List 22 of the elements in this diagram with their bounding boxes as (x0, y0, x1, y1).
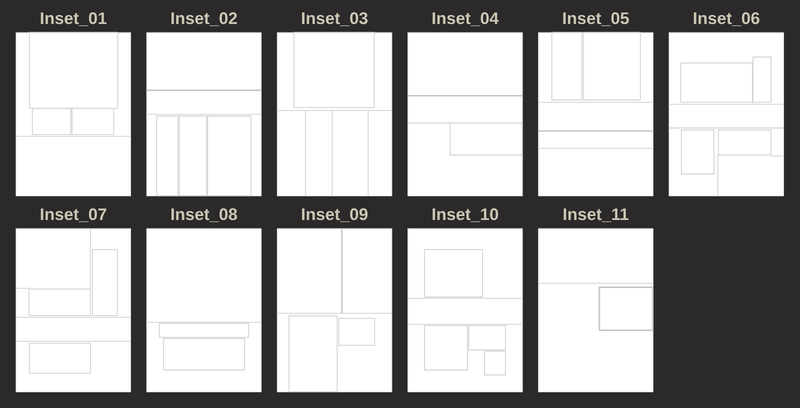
node-label: Inset_05 (563, 12, 629, 26)
node-label: Inset_01 (40, 12, 107, 26)
layout-panel: Inset_03 (276, 12, 392, 196)
layout-panel: Inset_09 (276, 208, 392, 392)
layout-panel: Inset_01 (16, 12, 131, 196)
layout-panel: Inset_04 (408, 12, 523, 196)
layout-panel: Inset_02 (146, 12, 262, 196)
node-label: Inset_10 (432, 208, 498, 222)
layout-panel: Inset_11 (538, 208, 654, 392)
node-label: Inset_02 (171, 12, 237, 26)
layout-panel: Inset_05 (538, 12, 654, 196)
node-label: Inset_11 (564, 208, 628, 222)
node-label: Inset_08 (171, 208, 238, 222)
node-label: Inset_07 (40, 208, 106, 222)
layout-panel: Inset_10 (408, 208, 523, 392)
node-label: Inset_09 (302, 208, 368, 222)
node-label: Inset_04 (432, 12, 499, 26)
layout-panel: Inset_08 (146, 208, 262, 392)
node-label: Inset_03 (302, 12, 368, 26)
layout-panel: Inset_06 (668, 12, 784, 196)
layout-panel: Inset_07 (16, 208, 131, 392)
node-label: Inset_06 (694, 12, 760, 26)
